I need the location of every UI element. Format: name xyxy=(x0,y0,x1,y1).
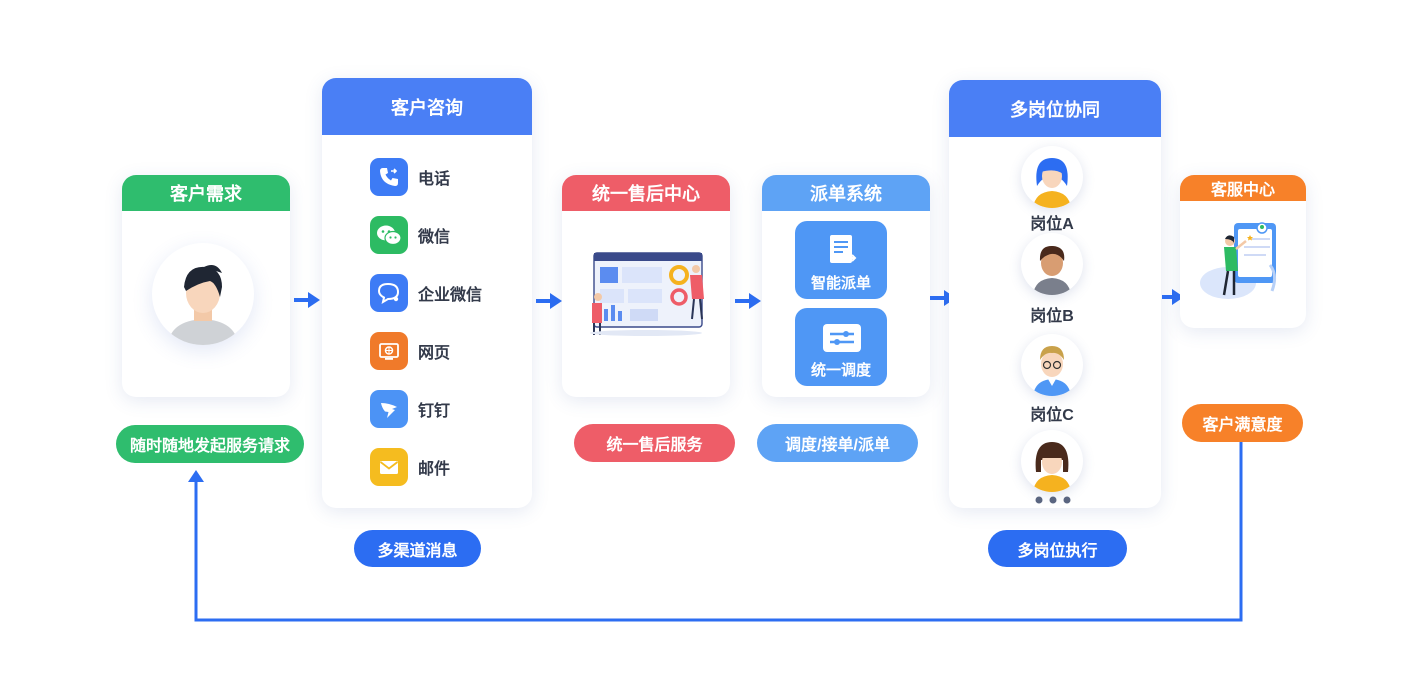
aftersales-center-card: 统一售后中心 xyxy=(562,175,730,397)
customer-need-title: 客户需求 xyxy=(122,175,290,211)
role-a-avatar-icon xyxy=(1021,146,1083,208)
multi-role-title: 多岗位协同 xyxy=(949,80,1161,137)
wechat-icon xyxy=(370,216,408,254)
role-c-avatar-icon xyxy=(1021,334,1083,396)
customer-consult-title: 客户咨询 xyxy=(322,78,532,135)
dispatch-system-card: 派单系统 智能派单 统一调度 xyxy=(762,175,930,397)
service-center-card: 客服中心 xyxy=(1180,175,1306,328)
dashboard-illustration-icon xyxy=(590,252,704,336)
flow-arrow-2 xyxy=(536,293,562,309)
channel-phone: 电话 xyxy=(370,158,450,196)
flow-arrow-1 xyxy=(294,292,320,308)
more-dots-icon xyxy=(1035,496,1071,504)
customer-consult-card: 客户咨询 电话 微信 企业微信 网页 钉钉 邮件 xyxy=(322,78,532,508)
channel-mail: 邮件 xyxy=(370,448,450,486)
channel-wechat: 微信 xyxy=(370,216,450,254)
smart-dispatch-label: 智能派单 xyxy=(810,275,871,292)
role-a-label: 岗位A xyxy=(1030,216,1074,233)
multi-role-caption: 多岗位执行 xyxy=(988,530,1127,567)
role-b-avatar-icon xyxy=(1021,233,1083,295)
channel-label: 网页 xyxy=(418,345,451,362)
multi-role-card: 多岗位协同 岗位A 岗位B 岗位C xyxy=(949,80,1161,508)
channel-label: 企业微信 xyxy=(418,287,483,304)
aftersales-caption: 统一售后服务 xyxy=(574,424,735,462)
dispatch-system-title: 派单系统 xyxy=(762,175,930,211)
dispatch-caption: 调度/接单/派单 xyxy=(757,424,918,462)
service-center-title: 客服中心 xyxy=(1180,175,1306,201)
sliders-icon xyxy=(823,324,861,352)
wecom-icon xyxy=(370,274,408,312)
smart-dispatch-tile: 智能派单 xyxy=(795,221,887,299)
customer-need-caption: 随时随地发起服务请求 xyxy=(116,425,304,463)
channel-label: 钉钉 xyxy=(418,403,451,420)
document-icon xyxy=(830,235,857,263)
unified-scheduling-label: 统一调度 xyxy=(810,362,871,379)
dingtalk-icon xyxy=(370,390,408,428)
channel-wecom: 企业微信 xyxy=(370,274,482,312)
customer-consult-caption: 多渠道消息 xyxy=(354,530,481,567)
flow-arrow-5 xyxy=(1162,289,1184,305)
role-c-label: 岗位C xyxy=(1030,407,1074,424)
flow-arrow-3 xyxy=(735,293,761,309)
channel-label: 电话 xyxy=(418,171,451,188)
customer-service-illustration-icon xyxy=(1200,222,1277,299)
role-d-avatar-icon xyxy=(1021,430,1083,492)
unified-scheduling-tile: 统一调度 xyxy=(795,308,887,386)
channel-webpage: 网页 xyxy=(370,332,450,370)
customer-avatar-icon xyxy=(152,243,254,345)
service-center-caption: 客户满意度 xyxy=(1182,404,1303,442)
phone-icon xyxy=(370,158,408,196)
role-b-label: 岗位B xyxy=(1030,308,1074,325)
mail-icon xyxy=(370,448,408,486)
customer-need-card: 客户需求 xyxy=(122,175,290,397)
channel-label: 微信 xyxy=(418,229,451,246)
channel-label: 邮件 xyxy=(418,461,451,478)
webpage-icon xyxy=(370,332,408,370)
channel-dingtalk: 钉钉 xyxy=(370,390,450,428)
aftersales-center-title: 统一售后中心 xyxy=(562,175,730,211)
